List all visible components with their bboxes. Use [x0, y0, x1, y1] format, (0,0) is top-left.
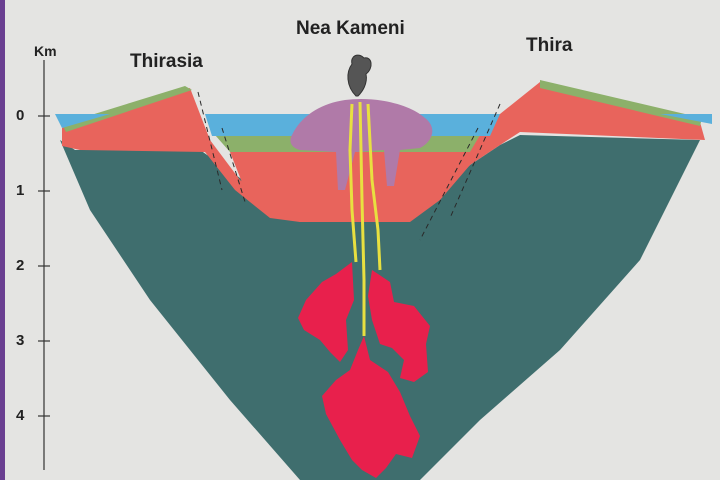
tick-label-3: 3 [16, 332, 25, 349]
tick-label-2: 2 [16, 257, 25, 274]
axis-unit-label: Km [34, 43, 57, 59]
label-thira: Thira [526, 35, 573, 56]
depth-axis [38, 60, 50, 470]
magma-chamber-lower [322, 336, 420, 478]
magma-chamber-right [368, 270, 430, 382]
sea-left [55, 114, 110, 128]
left-border [0, 0, 5, 480]
sediment-right [410, 82, 705, 222]
fault-line-right-2 [419, 127, 479, 241]
fault-line-left-1 [197, 91, 223, 191]
green-band-right [540, 80, 702, 126]
label-thirasia: Thirasia [130, 51, 203, 72]
conduit-center [358, 101, 366, 336]
conduit-right [366, 103, 382, 271]
green-band-left [62, 86, 192, 132]
fault-line-left-2 [221, 127, 247, 206]
sea-right [660, 114, 712, 124]
magma-chamber-left [298, 262, 354, 362]
conduit-left [348, 103, 358, 263]
tick-label-4: 4 [16, 407, 25, 424]
fault-line-right-1 [449, 103, 501, 219]
smoke-plume [347, 54, 372, 97]
tick-label-1: 1 [16, 182, 25, 199]
fault-lines [197, 91, 501, 241]
tick-label-0: 0 [16, 107, 25, 124]
label-nea-kameni: Nea Kameni [296, 18, 405, 39]
